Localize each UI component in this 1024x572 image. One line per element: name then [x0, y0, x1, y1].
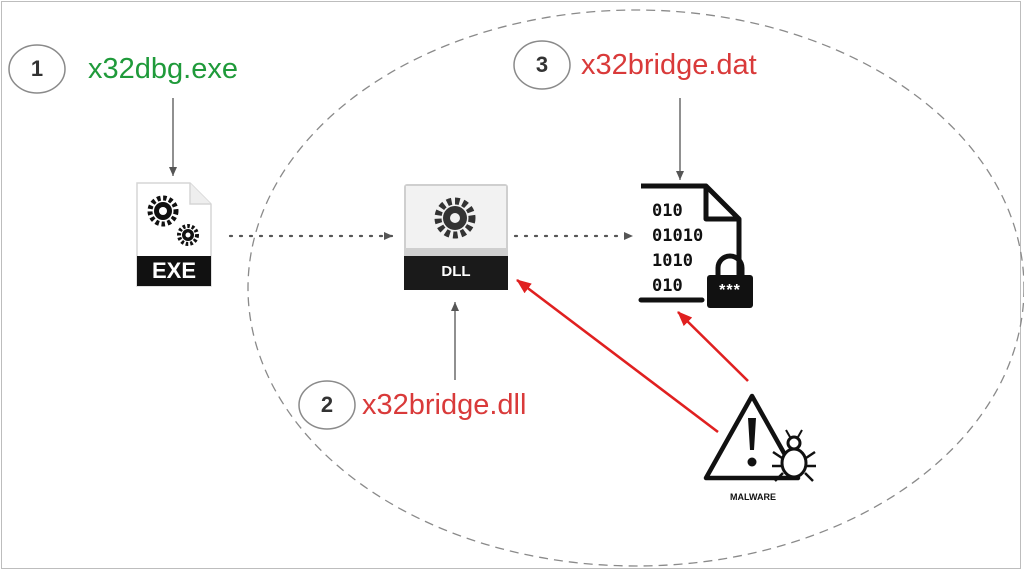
binary-line-1: 010 [652, 201, 683, 221]
step-1-circle [8, 44, 66, 94]
malware-warning-icon [703, 393, 816, 482]
dll-icon-label: DLL [441, 263, 471, 280]
bug-icon [772, 429, 816, 482]
gear-icon [147, 195, 179, 227]
lock-password-text: *** [719, 282, 741, 299]
red-arrow-malware-to-dll [516, 278, 719, 434]
label-x32bridge-dll: x32bridge.dll [362, 389, 527, 421]
dll-file-icon [404, 184, 508, 290]
exe-icon-label: EXE [151, 258, 197, 283]
binary-line-3: 1010 [652, 251, 693, 271]
binary-line-2: 01010 [652, 226, 704, 246]
binary-file-lock-icon [638, 183, 753, 308]
red-arrow-malware-to-dat [677, 311, 749, 382]
step-2-number: 2 [320, 392, 334, 417]
label-x32dbg-exe: x32dbg.exe [88, 53, 238, 85]
gear-icon [434, 197, 476, 239]
padlock-icon [707, 253, 753, 308]
step-3-number: 3 [535, 52, 549, 77]
step-2-circle [298, 380, 356, 430]
exe-file-icon [136, 182, 212, 287]
step-1-number: 1 [30, 56, 44, 81]
malware-label: MALWARE [730, 492, 776, 502]
small-gear-icon [177, 224, 199, 246]
label-x32bridge-dat: x32bridge.dat [581, 49, 757, 81]
binary-line-4: 010 [652, 276, 683, 296]
step-3-circle [513, 40, 571, 90]
process-boundary-ellipse [247, 9, 1024, 567]
